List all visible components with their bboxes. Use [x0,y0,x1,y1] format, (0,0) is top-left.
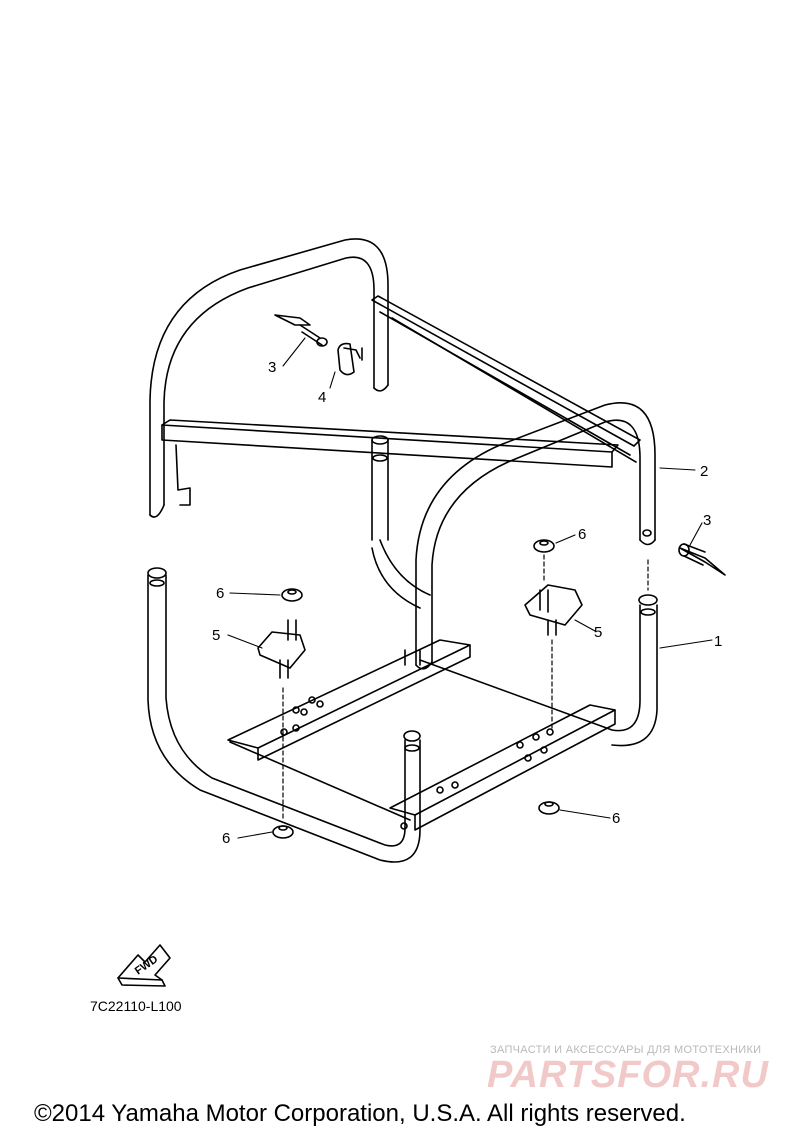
damper-mount-left [257,588,306,679]
damper-mount-right [524,539,583,636]
callout-3-left: 3 [268,359,276,376]
fwd-arrow-icon [117,944,171,987]
nut-bottom-right [538,801,560,815]
callout-6-bottom-right: 6 [612,810,620,827]
callout-6-top-left: 6 [216,585,224,602]
rivet-left [274,314,328,347]
lower-frame [147,567,658,863]
callout-1: 1 [714,633,722,650]
callout-6-bottom-left: 6 [222,830,230,847]
callout-6-top-right: 6 [578,526,586,543]
rivet-right [678,543,726,576]
callout-3-right: 3 [703,512,711,529]
watermark-tagline: ЗАПЧАСТИ И АКСЕССУАРЫ ДЛЯ МОТОТЕХНИКИ [490,1044,762,1056]
nut-bottom-left [272,825,294,839]
callout-2: 2 [700,463,708,480]
clamp [337,342,363,376]
callout-4: 4 [318,389,326,406]
upper-frame [149,238,656,670]
copyright-notice: ©2014 Yamaha Motor Corporation, U.S.A. A… [34,1100,686,1127]
callout-5-right: 5 [594,624,602,641]
watermark-logo: PARTSFOR.RU [487,1054,769,1096]
callout-5-left: 5 [212,627,220,644]
part-code: 7C22110-L100 [90,998,182,1014]
